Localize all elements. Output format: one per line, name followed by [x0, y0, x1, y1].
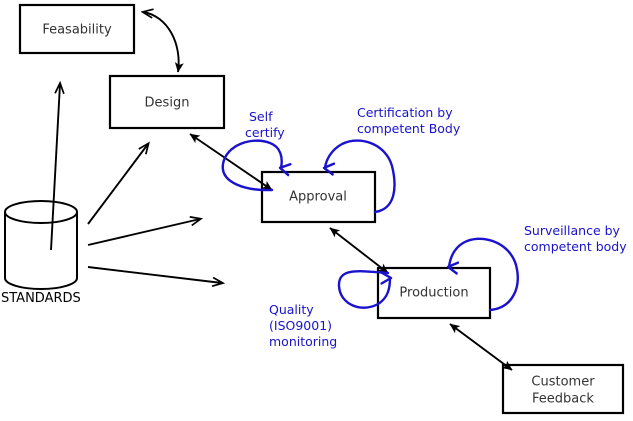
connection-approval-production: [329, 227, 389, 274]
node-design[interactable]: Design: [108, 74, 226, 130]
node-feasability[interactable]: Feasability: [18, 3, 136, 55]
approval-box[interactable]: [260, 170, 377, 224]
annotation-surveillance-line1: Surveillance by: [524, 223, 621, 238]
annotation-quality-iso9001-monitoring: Quality (ISO9001) monitoring: [269, 302, 337, 349]
approval-label: Approval: [289, 190, 347, 205]
node-standards[interactable]: STANDARDS: [1, 200, 81, 306]
loop-certification-competent-body: [325, 139, 396, 214]
annotation-self-certify-line2: certify: [245, 125, 285, 140]
node-approval[interactable]: Approval: [260, 170, 377, 224]
connection-standards-design: [87, 144, 148, 225]
annotation-certification-line2: competent Body: [357, 121, 461, 136]
loop-quality-iso9001-monitoring: [337, 270, 390, 309]
standards-label: STANDARDS: [1, 291, 81, 306]
loop-surveillance-competent-body: [449, 237, 519, 312]
annotation-certification-competent-body: Certification by competent Body: [357, 105, 461, 136]
connection-standards-feasability: [50, 84, 60, 251]
connection-design-approval: [189, 133, 273, 191]
annotation-surveillance-line2: competent body: [524, 239, 627, 254]
node-production[interactable]: Production: [376, 266, 492, 320]
production-label: Production: [399, 286, 468, 301]
standards-cylinder-body[interactable]: [4, 212, 78, 290]
annotation-quality-line2: (ISO9001): [269, 318, 332, 333]
feasability-box[interactable]: [18, 3, 136, 55]
annotation-quality-line1: Quality: [269, 302, 314, 317]
customer-feedback-label-line2: Feedback: [532, 392, 594, 407]
customer-feedback-box[interactable]: [501, 363, 625, 415]
connection-standards-production: [87, 266, 222, 283]
design-box[interactable]: [108, 74, 226, 130]
production-box[interactable]: [376, 266, 492, 320]
design-label: Design: [145, 96, 190, 111]
connection-design-feasability: [143, 12, 179, 72]
annotation-self-certify: Self certify: [245, 109, 285, 140]
annotation-quality-line3: monitoring: [269, 334, 337, 349]
annotation-certification-line1: Certification by: [357, 105, 453, 120]
connection-standards-approval: [87, 219, 200, 246]
feasability-label: Feasability: [42, 23, 112, 38]
connection-production-customer-feedback: [449, 323, 513, 371]
annotation-self-certify-line1: Self: [249, 109, 273, 124]
loop-self-certify: [221, 139, 282, 192]
annotation-surveillance-competent-body: Surveillance by competent body: [524, 223, 627, 254]
customer-feedback-label-line1: Customer: [531, 375, 595, 390]
standards-cylinder-top[interactable]: [4, 200, 78, 224]
node-customer-feedback[interactable]: Customer Feedback: [501, 363, 625, 415]
